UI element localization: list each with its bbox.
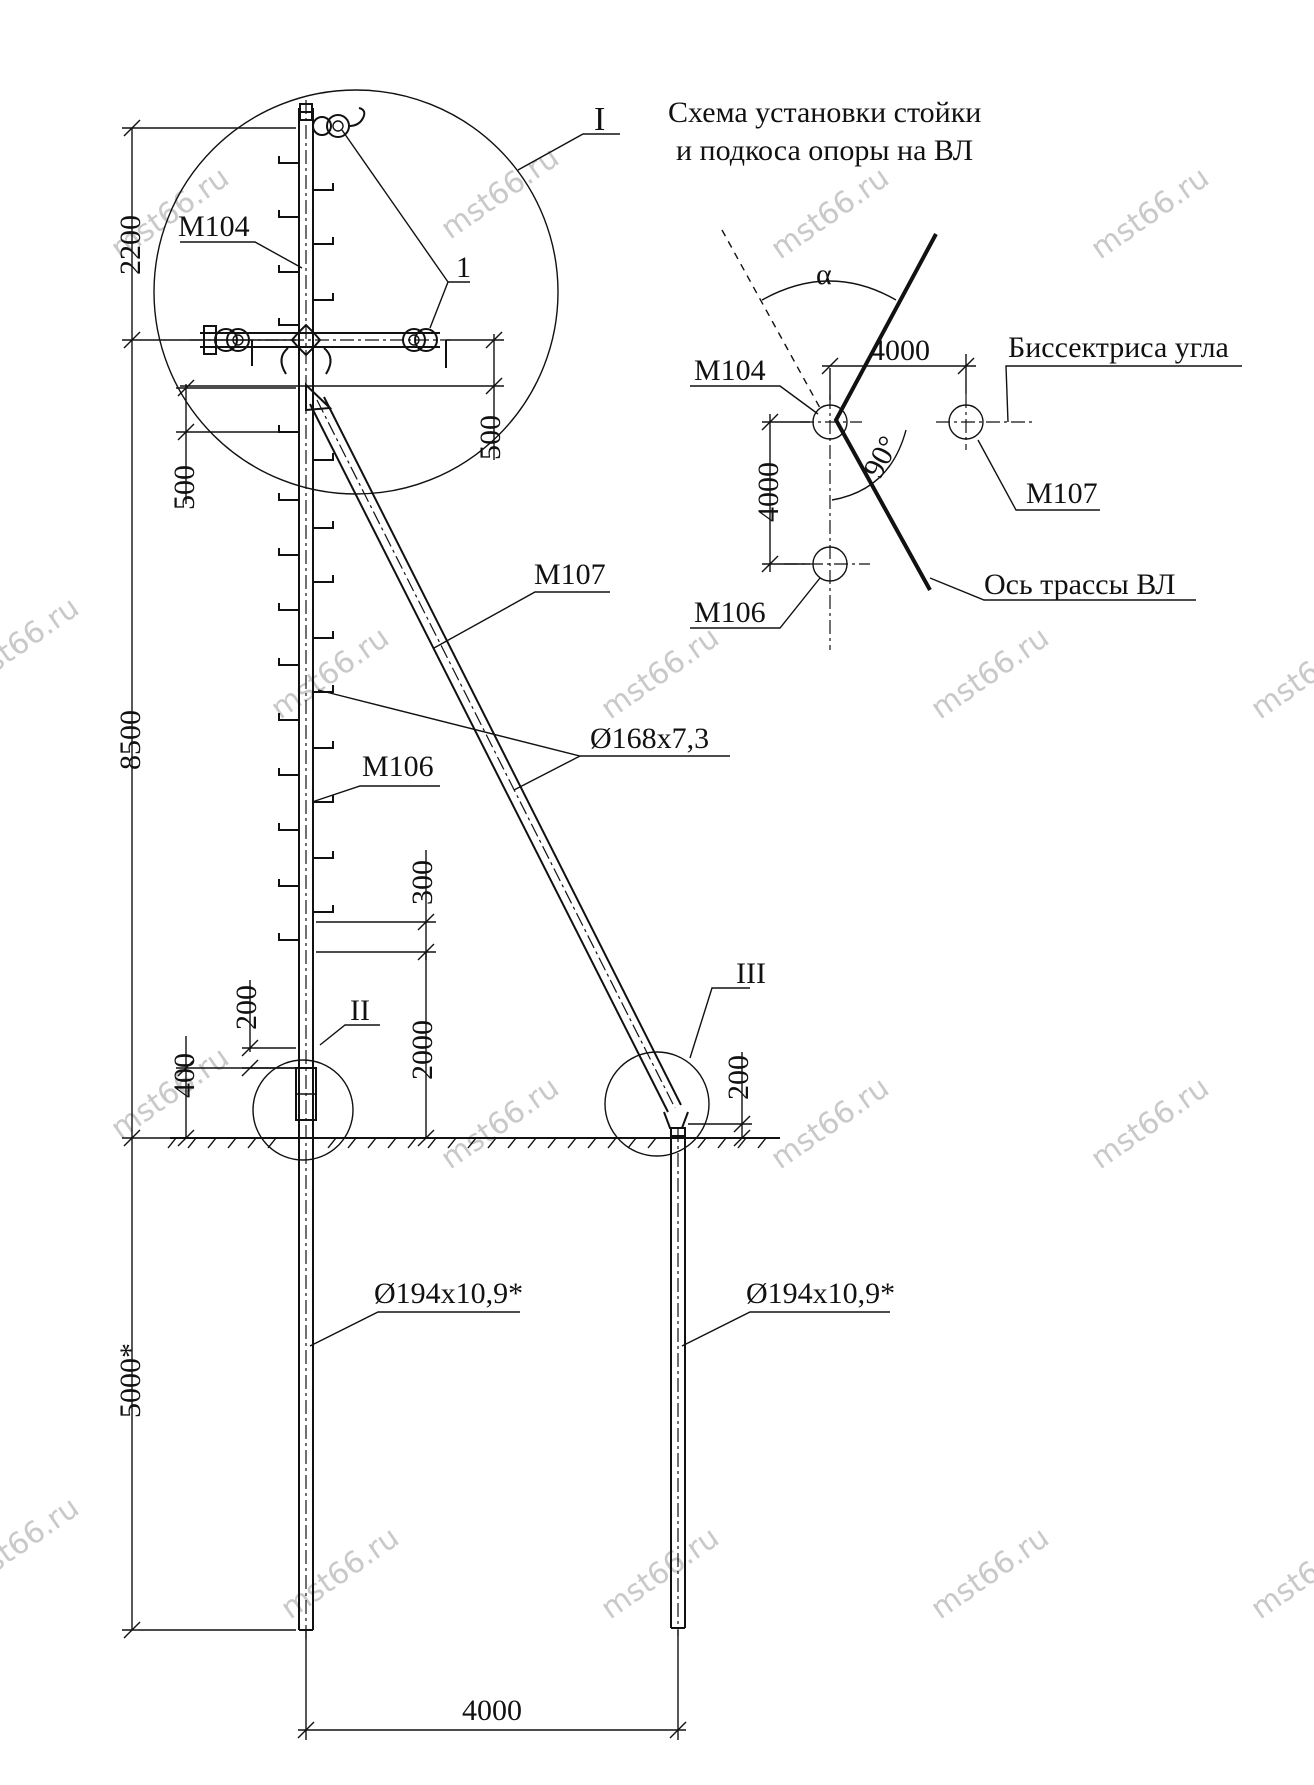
watermark: mst66.ru	[435, 1070, 566, 1176]
dim-2200: 2200	[114, 215, 147, 275]
watermark: mst66.ru	[1085, 160, 1216, 266]
ground-line	[167, 1137, 780, 1149]
dim-4000-bottom: 4000	[462, 1694, 522, 1727]
bisector-label: Биссектриса угла	[1008, 331, 1229, 364]
top-insulator	[298, 103, 366, 138]
part-labels: М104 М107 М106 Ø168х7,3 Ø194х10,9* Ø194х…	[178, 210, 895, 1347]
item-1-label: 1	[456, 251, 471, 284]
watermark: mst66.ru	[0, 1490, 86, 1596]
scheme-dim-4000-v: 4000	[752, 462, 785, 522]
scheme-m106-label: М106	[694, 596, 766, 629]
item-1-leader: 1	[341, 129, 471, 329]
scheme-dim-4000-h: 4000	[870, 334, 930, 367]
main-pole	[295, 100, 317, 1640]
m106-label: М106	[362, 750, 434, 783]
right-pipe-label: Ø194х10,9*	[746, 1277, 895, 1310]
watermark: mst66.ru	[1245, 620, 1314, 726]
dim-400: 400	[168, 1053, 201, 1098]
dimensions: 2200 8500 5000* 500 500 300	[114, 119, 755, 1740]
callout-circles	[153, 89, 750, 1161]
watermark: mst66.ru	[265, 620, 396, 726]
scheme-title-line1: Схема установки стойки	[668, 96, 981, 129]
crossarm	[190, 323, 450, 375]
scheme-m104-label: М104	[694, 354, 766, 387]
diagonal-brace	[309, 396, 689, 1137]
alpha-label: α	[816, 258, 832, 291]
dim-8500: 8500	[114, 710, 147, 770]
watermark: mst66.ru	[275, 1520, 406, 1626]
scheme-title-line2: и подкоса опоры на ВЛ	[676, 134, 973, 167]
watermark: mst66.ru	[925, 1520, 1056, 1626]
dim-2000: 2000	[406, 1020, 439, 1080]
dim-200-right: 200	[722, 1055, 755, 1100]
dim-200-left: 200	[230, 985, 263, 1030]
callout-III-label: III	[736, 957, 766, 990]
watermark: mst66.ru	[595, 1520, 726, 1626]
main-elevation: I II III 1 М104 М107 М106 Ø168х7,3 Ø194х…	[114, 89, 895, 1740]
callout-II-label: II	[350, 994, 370, 1027]
dim-300: 300	[406, 860, 439, 905]
callout-I-label: I	[594, 101, 605, 138]
watermark: mst66.ru	[1085, 1070, 1216, 1176]
watermark: mst66.ru	[595, 620, 726, 726]
watermark: mst66.ru	[925, 620, 1056, 726]
watermark: mst66.ru	[0, 590, 86, 696]
scheme-m107-label: М107	[1026, 477, 1098, 510]
right-foundation-pipe	[670, 1128, 686, 1636]
dim-500-right: 500	[474, 415, 507, 460]
watermark: mst66.ru	[765, 160, 896, 266]
route-axis-label: Ось трассы ВЛ	[984, 568, 1175, 601]
brace-pipe-label: Ø168х7,3	[590, 722, 709, 755]
dim-5000: 5000*	[114, 1343, 147, 1418]
left-pipe-label: Ø194х10,9*	[374, 1277, 523, 1310]
dim-500-left: 500	[168, 465, 201, 510]
brace-bracket	[305, 382, 333, 412]
installation-scheme: Схема установки стойки и подкоса опоры н…	[668, 96, 1242, 650]
m107-label: М107	[534, 558, 606, 591]
step-bolts	[278, 156, 334, 941]
watermark: mst66.ru	[1245, 1520, 1314, 1626]
m104-label: М104	[178, 210, 250, 243]
watermark: mst66.ru	[435, 140, 566, 246]
watermark: mst66.ru	[765, 1070, 896, 1176]
